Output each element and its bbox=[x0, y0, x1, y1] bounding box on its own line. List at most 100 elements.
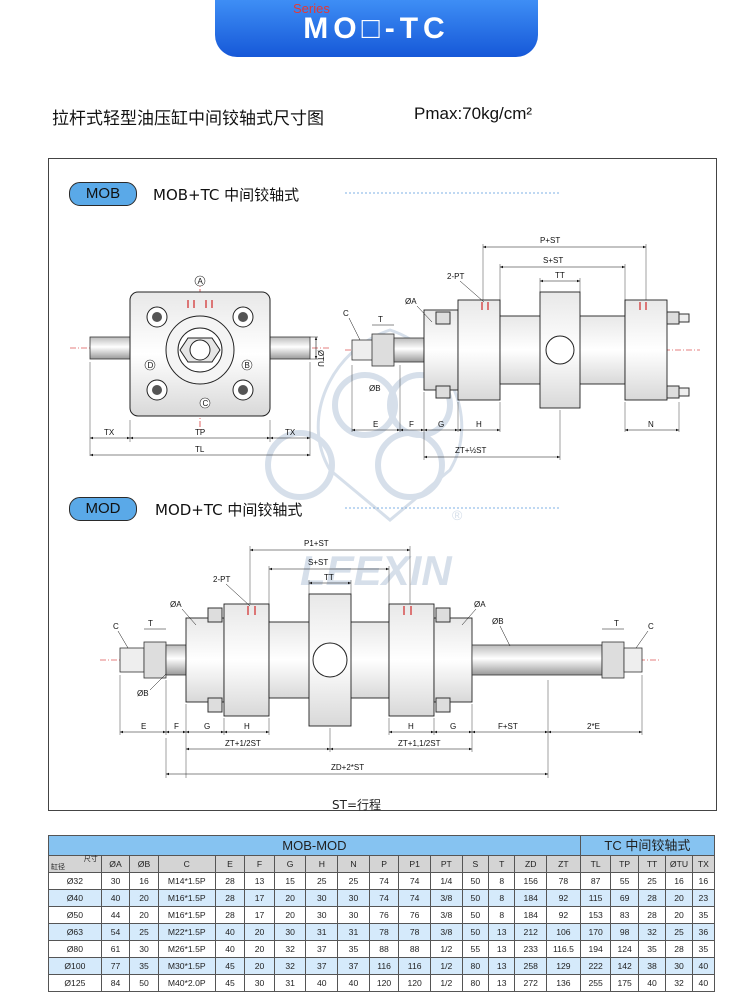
port-label-b: B bbox=[245, 361, 250, 370]
value-cell: 40 bbox=[100, 889, 131, 907]
value-cell: 115 bbox=[579, 889, 612, 907]
value-cell: 20 bbox=[129, 906, 159, 924]
value-cell: 32 bbox=[637, 923, 667, 941]
value-cell: 69 bbox=[610, 889, 639, 907]
column-header: ZT bbox=[546, 855, 581, 873]
bore-cell: Ø32 bbox=[48, 872, 102, 890]
mod-front-cover bbox=[185, 617, 225, 703]
value-cell: 40 bbox=[214, 940, 246, 958]
value-cell: 17 bbox=[244, 889, 275, 907]
mob-nut bbox=[371, 333, 395, 367]
value-cell: 25 bbox=[637, 872, 667, 890]
value-cell: 30 bbox=[337, 906, 370, 924]
dim-p1-st: P1+ST bbox=[304, 539, 329, 548]
series-banner: Series MO□-TC bbox=[215, 0, 538, 57]
dim-tt: TT bbox=[555, 271, 565, 280]
value-cell: 28 bbox=[665, 940, 693, 958]
bore-cell: Ø125 bbox=[48, 974, 102, 992]
value-cell: 78 bbox=[546, 872, 581, 890]
value-cell: 3/8 bbox=[429, 923, 463, 941]
value-cell: 20 bbox=[129, 889, 159, 907]
column-header: G bbox=[273, 855, 307, 873]
value-cell: 40 bbox=[691, 974, 716, 992]
value-cell: 25 bbox=[337, 872, 370, 890]
value-cell: 30 bbox=[305, 906, 339, 924]
value-cell: 3/8 bbox=[429, 889, 463, 907]
mob-end-view: A C D B ØTU TX TP TX TL bbox=[70, 275, 330, 457]
value-cell: 124 bbox=[610, 940, 639, 958]
value-cell: 170 bbox=[579, 923, 612, 941]
value-cell: 116.5 bbox=[546, 940, 581, 958]
value-cell: 35 bbox=[637, 940, 667, 958]
value-cell: 184 bbox=[514, 889, 548, 907]
dim-phi-b-left: ØB bbox=[137, 689, 149, 698]
value-cell: 3/8 bbox=[429, 906, 463, 924]
value-cell: 40 bbox=[337, 974, 370, 992]
value-cell: 30 bbox=[305, 889, 339, 907]
column-header: PT bbox=[429, 855, 463, 873]
dim-tl: TL bbox=[195, 445, 205, 454]
value-cell: 54 bbox=[100, 923, 131, 941]
value-cell: 74 bbox=[398, 889, 431, 907]
value-cell: 30 bbox=[273, 923, 307, 941]
corner-dims-label: 尺寸 bbox=[83, 856, 98, 863]
mod-rod-rear bbox=[471, 644, 603, 676]
value-cell: 106 bbox=[546, 923, 581, 941]
page-title: 拉杆式轻型油压缸中间铰轴式尺寸图 bbox=[52, 109, 324, 129]
value-cell: 37 bbox=[305, 940, 339, 958]
value-cell: 13 bbox=[244, 872, 275, 890]
value-cell: 1/2 bbox=[429, 974, 463, 992]
value-cell: 92 bbox=[546, 889, 581, 907]
dim-phi-b: ØB bbox=[369, 384, 381, 393]
value-cell: 13 bbox=[488, 940, 516, 958]
value-cell: M16*1.5P bbox=[157, 889, 216, 907]
value-cell: 35 bbox=[691, 940, 716, 958]
value-cell: 78 bbox=[368, 923, 400, 941]
group-header-mob-mod: MOB-MOD bbox=[48, 835, 581, 856]
dim-h-mod: H bbox=[244, 722, 250, 731]
value-cell: 44 bbox=[100, 906, 131, 924]
mod-rod-front bbox=[165, 644, 187, 676]
series-label: Series bbox=[293, 1, 330, 16]
dim-zd: ZD+2*ST bbox=[331, 763, 364, 772]
value-cell: 16 bbox=[129, 872, 159, 890]
section-badge-mob: MOB bbox=[69, 182, 137, 206]
dim-phi-a-right: ØA bbox=[474, 600, 486, 609]
column-header: N bbox=[337, 855, 370, 873]
value-cell: 28 bbox=[214, 889, 246, 907]
value-cell: 87 bbox=[579, 872, 612, 890]
value-cell: M40*2.0P bbox=[157, 974, 216, 992]
value-cell: 16 bbox=[691, 872, 716, 890]
value-cell: 20 bbox=[273, 889, 307, 907]
value-cell: 13 bbox=[488, 957, 516, 975]
column-header: TL bbox=[579, 855, 612, 873]
watermark-text: LEEXIN bbox=[300, 547, 453, 594]
value-cell: 255 bbox=[579, 974, 612, 992]
value-cell: 32 bbox=[665, 974, 693, 992]
value-cell: 88 bbox=[368, 940, 400, 958]
value-cell: 50 bbox=[461, 906, 490, 924]
dim-h: H bbox=[476, 420, 482, 429]
value-cell: 50 bbox=[461, 889, 490, 907]
value-cell: 1/2 bbox=[429, 940, 463, 958]
mob-side-view: P+ST S+ST TT 2-PT ØA C T ØB E F G H bbox=[343, 236, 700, 460]
value-cell: 30 bbox=[244, 974, 275, 992]
value-cell: 175 bbox=[610, 974, 639, 992]
column-header: T bbox=[488, 855, 516, 873]
value-cell: 40 bbox=[305, 974, 339, 992]
value-cell: 16 bbox=[665, 872, 693, 890]
value-cell: 80 bbox=[461, 957, 490, 975]
value-cell: 50 bbox=[461, 872, 490, 890]
value-cell: 30 bbox=[100, 872, 131, 890]
dim-e: E bbox=[373, 420, 378, 429]
value-cell: 20 bbox=[665, 889, 693, 907]
value-cell: 45 bbox=[214, 974, 246, 992]
column-header: TT bbox=[637, 855, 667, 873]
mod-side-view: P1+ST S+ST TT 2-PT ØA ØA ØB C T T C ØB bbox=[100, 539, 660, 778]
value-cell: 40 bbox=[691, 957, 716, 975]
dim-g-mod-right: G bbox=[450, 722, 456, 731]
value-cell: 77 bbox=[100, 957, 131, 975]
